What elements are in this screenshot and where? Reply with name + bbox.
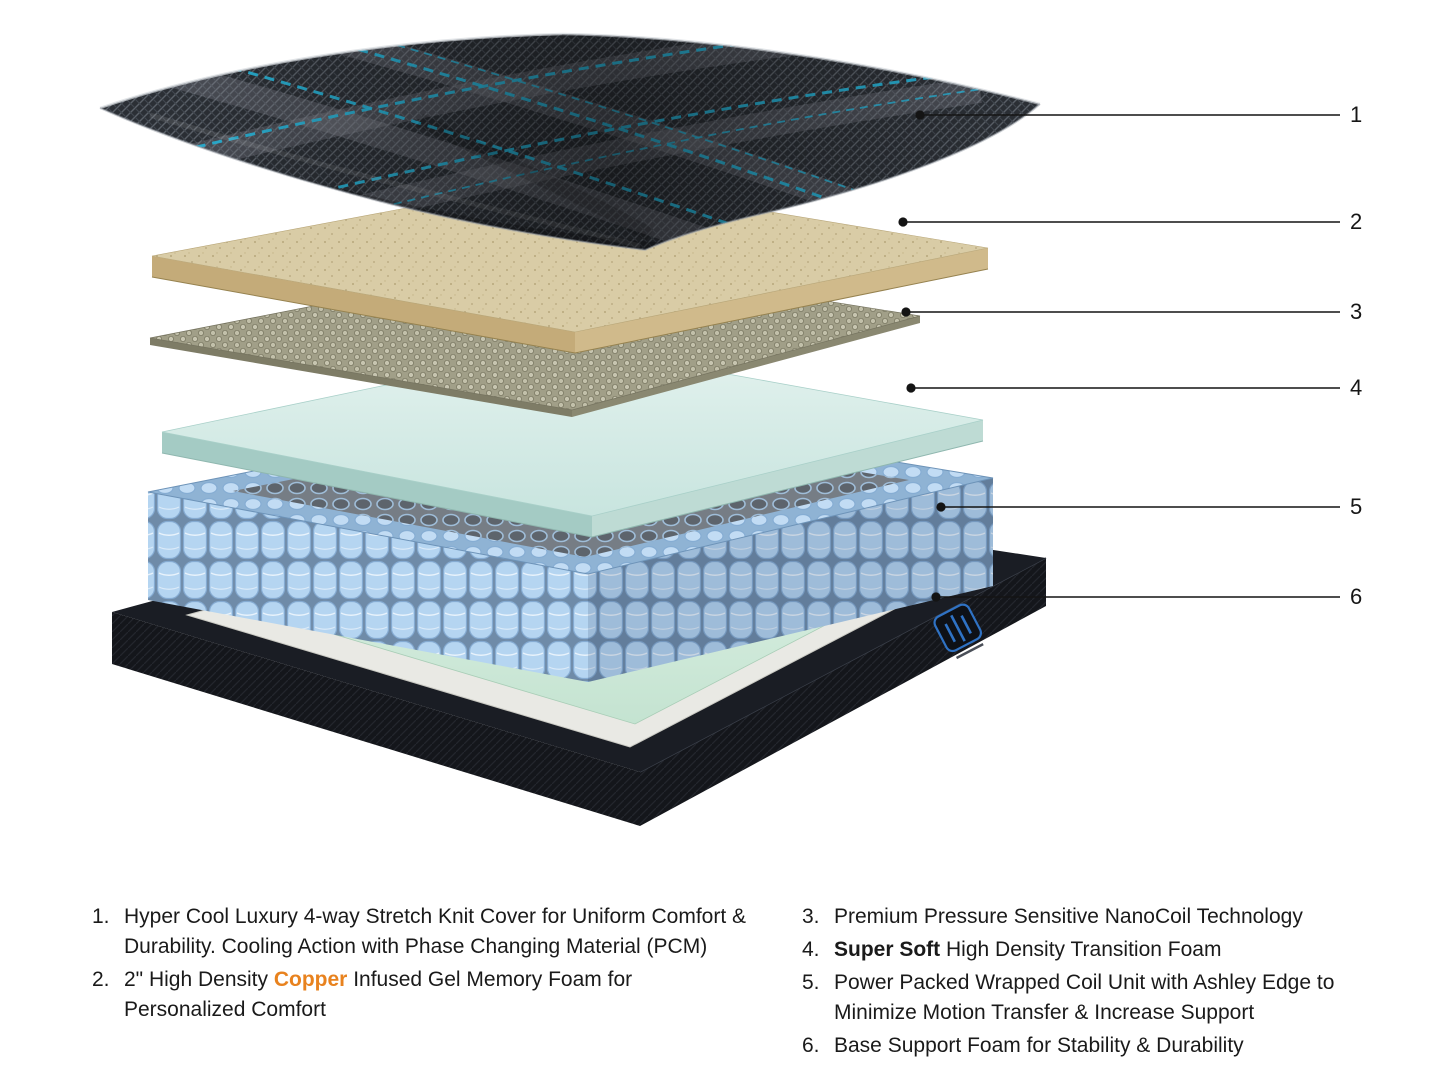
nanocoil-right-edge — [572, 316, 920, 417]
legend-item-5: 5. Power Packed Wrapped Coil Unit with A… — [802, 968, 1432, 1028]
gel-foam-bottom-edge — [151, 268, 989, 354]
legend-item-3-number: 3. — [802, 905, 820, 928]
legend-item-4-bold: Super Soft — [834, 938, 941, 961]
callout-number-6: 6 — [1350, 584, 1363, 609]
legend-item-6: 6. Base Support Foam for Stability & Dur… — [802, 1031, 1432, 1061]
callout-number-1: 1 — [1350, 102, 1363, 127]
layer-knit-cover — [99, 32, 1041, 252]
legend-item-4: 4. Super Soft High Density Transition Fo… — [802, 935, 1432, 965]
legend-item-3-text: Premium Pressure Sensitive NanoCoil Tech… — [834, 905, 1303, 928]
callout-dot-2 — [898, 217, 908, 227]
layer-transition-foam — [161, 345, 984, 538]
legend-item-6-text: Base Support Foam for Stability & Durabi… — [834, 1034, 1244, 1057]
cover-right-edge-highlight — [561, 32, 1041, 106]
cover-left-edge-highlight — [99, 32, 563, 110]
callout-dot-5 — [936, 502, 946, 512]
callout-dot-3 — [901, 307, 911, 317]
cover-sag-shading — [100, 34, 1040, 250]
brand-emblem — [933, 603, 984, 660]
nanocoil-left-edge — [150, 338, 572, 417]
callout-number-4: 4 — [1350, 375, 1363, 400]
legend-item-1-number: 1. — [92, 905, 110, 928]
legend: 1. Hyper Cool Luxury 4-way Stretch Knit … — [0, 902, 1445, 1072]
coil-front-left-face — [148, 492, 588, 682]
coil-front-right-face — [588, 478, 993, 682]
callout-dot-6 — [931, 592, 941, 602]
cover-front-edge — [99, 103, 1041, 252]
legend-item-2-text-post: Infused Gel Memory Foam for Personalized… — [124, 968, 633, 1021]
base-front-left-face — [112, 612, 640, 826]
callout-lines — [898, 110, 1340, 602]
transition-foam-left-side — [162, 432, 592, 537]
legend-item-5-number: 5. — [802, 971, 820, 994]
legend-item-1: 1. Hyper Cool Luxury 4-way Stretch Knit … — [92, 902, 782, 962]
legend-item-6-number: 6. — [802, 1034, 820, 1057]
legend-item-4-text: Super Soft High Density Transition Foam — [834, 935, 1432, 965]
legend-item-4-number: 4. — [802, 938, 820, 961]
legend-item-4-text-post: High Density Transition Foam — [940, 938, 1222, 961]
legend-item-2-copper-highlight: Copper — [273, 968, 348, 991]
callout-number-5: 5 — [1350, 494, 1363, 519]
callout-dot-1 — [915, 110, 925, 120]
legend-right-column: 3. Premium Pressure Sensitive NanoCoil T… — [802, 902, 1432, 1064]
callout-dot-4 — [906, 383, 916, 393]
callout-number-2: 2 — [1350, 209, 1363, 234]
legend-item-2: 2. 2" High Density Copper Infused Gel Me… — [92, 965, 782, 1025]
gel-foam-left-side — [152, 256, 575, 353]
transition-foam-right-side — [592, 420, 983, 537]
transition-foam-bottom-edge — [161, 440, 984, 538]
legend-left-column: 1. Hyper Cool Luxury 4-way Stretch Knit … — [92, 902, 782, 1028]
legend-item-2-text-pre: 2" High Density — [124, 968, 274, 991]
legend-item-2-text: 2" High Density Copper Infused Gel Memor… — [124, 965, 782, 1025]
layer-gel-memory-foam — [151, 177, 989, 354]
callout-number-3: 3 — [1350, 299, 1363, 324]
legend-item-1-text: Hyper Cool Luxury 4-way Stretch Knit Cov… — [124, 905, 747, 958]
mattress-illustration — [99, 32, 1340, 826]
coil-right-face-shade — [588, 478, 993, 682]
legend-item-3: 3. Premium Pressure Sensitive NanoCoil T… — [802, 902, 1432, 932]
legend-item-5-text: Power Packed Wrapped Coil Unit with Ashl… — [834, 971, 1335, 1024]
gel-foam-right-side — [575, 248, 988, 353]
legend-item-2-number: 2. — [92, 968, 110, 991]
